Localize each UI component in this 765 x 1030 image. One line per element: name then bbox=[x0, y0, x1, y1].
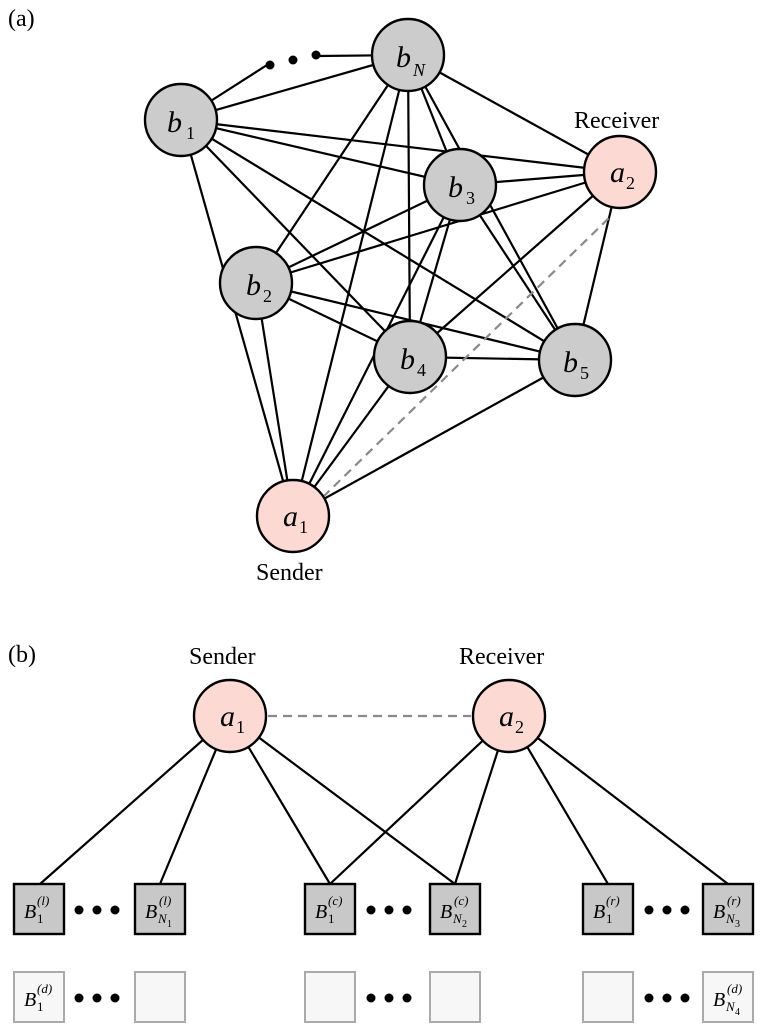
panel-b-edges bbox=[39, 714, 729, 885]
svg-text:b: b bbox=[448, 171, 463, 204]
sender-caption-a: Sender bbox=[256, 560, 323, 586]
svg-text:(c): (c) bbox=[328, 893, 342, 908]
empty-box bbox=[304, 971, 356, 1023]
node-b3: b 3 bbox=[422, 147, 498, 223]
box-B1-c: B (c) 1 bbox=[303, 882, 357, 936]
svg-text:(d): (d) bbox=[727, 981, 742, 996]
svg-text:(c): (c) bbox=[454, 893, 468, 908]
svg-text:1: 1 bbox=[328, 911, 335, 926]
node-a2-receiver-b: a 2 bbox=[471, 678, 547, 754]
svg-text:(l): (l) bbox=[159, 893, 171, 908]
svg-text:1: 1 bbox=[167, 919, 172, 930]
node-a2-receiver: a 2 bbox=[582, 134, 658, 210]
receiver-caption-a: Receiver bbox=[574, 108, 659, 134]
box-BN2-c: B (c) N 2 bbox=[428, 882, 482, 936]
svg-text:b: b bbox=[563, 346, 578, 379]
box-B1-l: B (l) 1 bbox=[12, 882, 66, 936]
svg-text:a: a bbox=[499, 700, 514, 733]
svg-text:a: a bbox=[610, 156, 625, 189]
svg-text:b: b bbox=[246, 269, 261, 302]
svg-text:B: B bbox=[315, 901, 327, 923]
svg-text:1: 1 bbox=[186, 123, 195, 143]
box-BN4-d: B (d) N 4 bbox=[702, 971, 754, 1023]
receiver-caption-b: Receiver bbox=[459, 644, 544, 670]
svg-text:b: b bbox=[396, 41, 411, 74]
box-B1-d: B (d) 1 bbox=[13, 971, 65, 1023]
box-B1-r: B (r) 1 bbox=[581, 882, 635, 936]
svg-text:1: 1 bbox=[236, 717, 245, 737]
svg-text:3: 3 bbox=[735, 919, 740, 930]
svg-text:N: N bbox=[412, 60, 426, 80]
node-bN: b N bbox=[370, 17, 446, 93]
panel-a-ellipsis-dots bbox=[265, 50, 321, 70]
panel-b-label: (b) bbox=[8, 642, 36, 668]
svg-text:B: B bbox=[24, 901, 36, 923]
node-b1: b 1 bbox=[143, 82, 219, 158]
ellipsis-c bbox=[366, 905, 412, 915]
svg-text:B: B bbox=[713, 901, 725, 923]
empty-box bbox=[582, 971, 634, 1023]
svg-text:4: 4 bbox=[735, 1007, 740, 1018]
svg-text:2: 2 bbox=[515, 717, 524, 737]
svg-text:(r): (r) bbox=[727, 893, 741, 908]
panel-a-label: (a) bbox=[8, 6, 35, 32]
svg-text:2: 2 bbox=[263, 286, 272, 306]
svg-text:B: B bbox=[440, 901, 452, 923]
sender-caption-b: Sender bbox=[189, 644, 256, 670]
box-BN3-r: B (r) N 3 bbox=[701, 882, 755, 936]
ellipsis-d-middle bbox=[366, 993, 412, 1003]
ellipsis-l bbox=[74, 905, 120, 915]
svg-text:b: b bbox=[167, 106, 182, 139]
empty-box bbox=[429, 971, 481, 1023]
svg-text:B: B bbox=[24, 989, 36, 1011]
svg-text:b: b bbox=[400, 343, 415, 376]
svg-text:2: 2 bbox=[626, 173, 635, 193]
svg-text:N: N bbox=[725, 911, 736, 926]
svg-text:a: a bbox=[283, 500, 298, 533]
svg-text:a: a bbox=[220, 700, 235, 733]
ellipsis-d-right bbox=[644, 993, 690, 1003]
ellipsis-d-left bbox=[74, 993, 120, 1003]
svg-text:N: N bbox=[452, 911, 463, 926]
node-a1-sender: a 1 bbox=[255, 478, 331, 554]
svg-text:4: 4 bbox=[417, 360, 426, 380]
svg-text:B: B bbox=[713, 989, 725, 1011]
svg-text:2: 2 bbox=[462, 919, 467, 930]
empty-box bbox=[134, 971, 186, 1023]
svg-text:1: 1 bbox=[606, 911, 613, 926]
svg-text:B: B bbox=[593, 901, 605, 923]
svg-text:N: N bbox=[157, 911, 168, 926]
ellipsis-r bbox=[644, 905, 690, 915]
svg-text:N: N bbox=[725, 999, 736, 1014]
svg-text:1: 1 bbox=[37, 999, 44, 1014]
svg-text:3: 3 bbox=[466, 188, 475, 208]
svg-text:5: 5 bbox=[580, 363, 589, 383]
svg-text:(l): (l) bbox=[37, 893, 49, 908]
node-b2: b 2 bbox=[218, 245, 294, 321]
node-b4: b 4 bbox=[372, 319, 448, 395]
svg-text:B: B bbox=[145, 901, 157, 923]
box-BN1-l: B (l) N 1 bbox=[133, 882, 187, 936]
svg-text:(d): (d) bbox=[37, 981, 52, 996]
node-a1-sender-b: a 1 bbox=[192, 678, 268, 754]
svg-text:(r): (r) bbox=[606, 893, 620, 908]
svg-text:1: 1 bbox=[299, 517, 308, 537]
svg-text:1: 1 bbox=[37, 911, 44, 926]
node-b5: b 5 bbox=[537, 322, 613, 398]
